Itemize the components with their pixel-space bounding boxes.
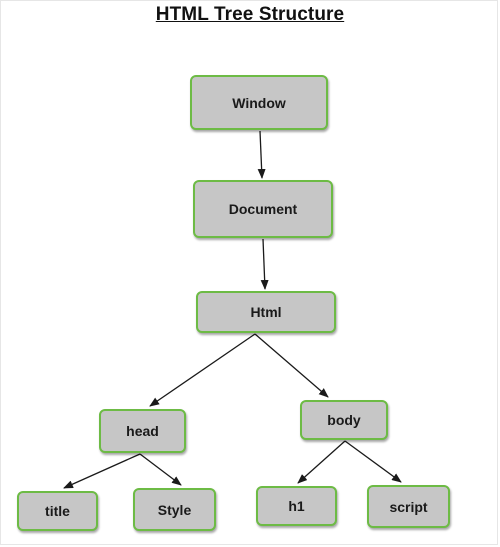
- node-html: Html: [196, 291, 336, 333]
- edge-body-h1: [297, 440, 346, 484]
- edge-head-style: [139, 453, 182, 486]
- node-window: Window: [190, 75, 328, 130]
- edge-head-title: [63, 453, 141, 489]
- edge-document-html: [260, 238, 269, 290]
- node-head: head: [99, 409, 186, 453]
- node-style: Style: [133, 488, 216, 531]
- node-document: Document: [193, 180, 333, 238]
- edge-html-body: [254, 333, 329, 398]
- diagram-title: HTML Tree Structure: [155, 4, 345, 25]
- edge-html-head: [149, 333, 256, 407]
- node-body: body: [300, 400, 388, 440]
- node-title: title: [17, 491, 98, 531]
- node-script: script: [367, 485, 450, 528]
- edge-window-document: [257, 130, 266, 179]
- edge-body-script: [344, 440, 402, 483]
- node-h1: h1: [256, 486, 337, 526]
